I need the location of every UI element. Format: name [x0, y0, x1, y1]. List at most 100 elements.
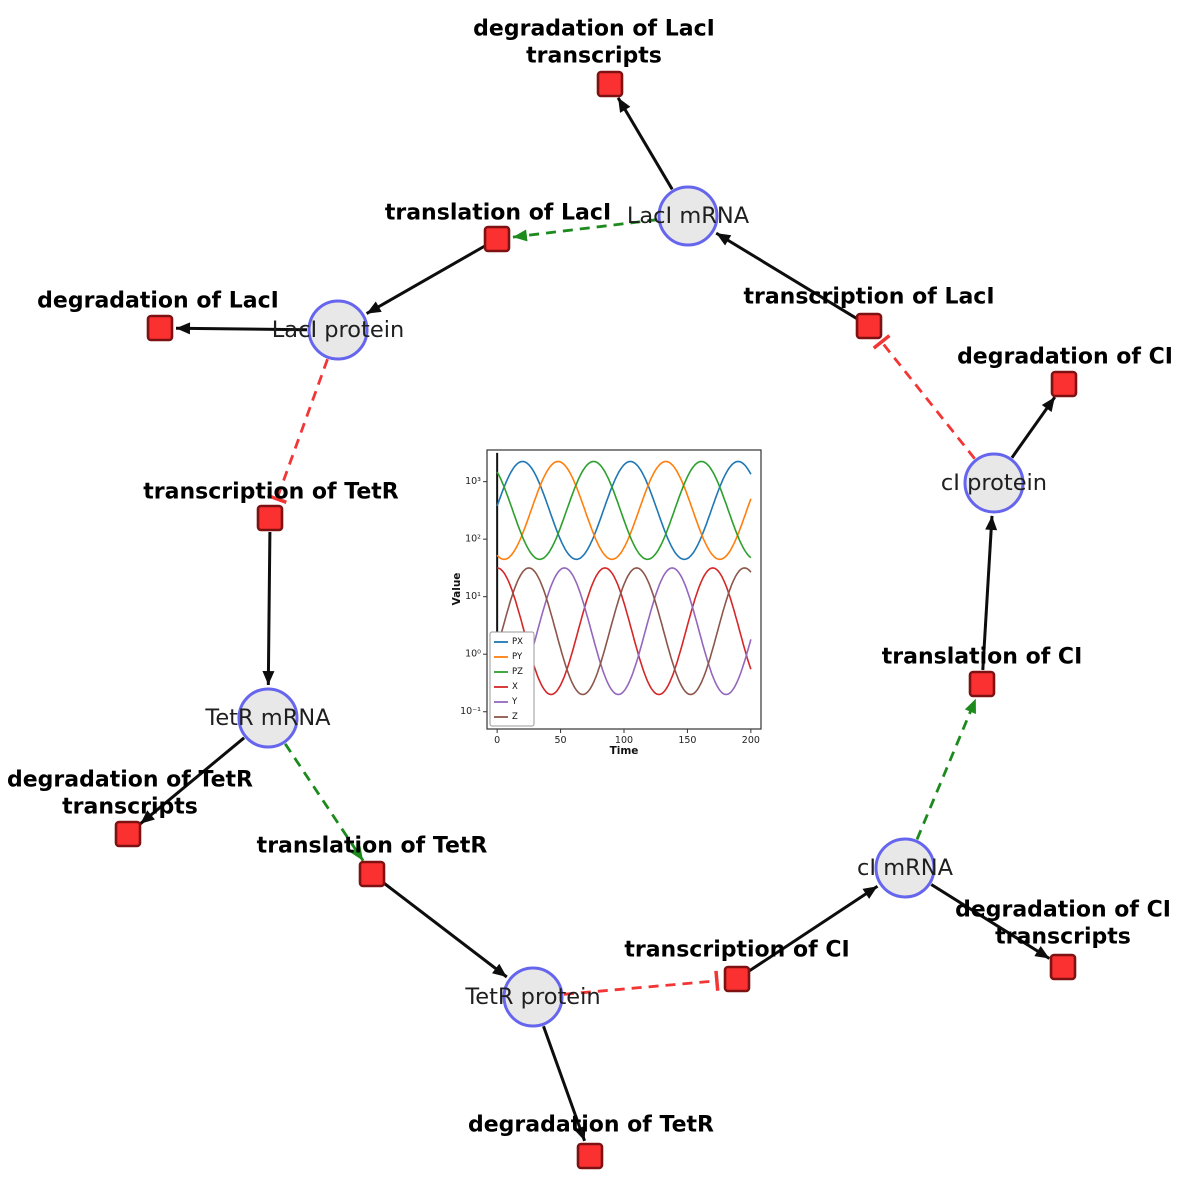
reaction-square-icon[interactable]: [576, 1142, 604, 1170]
species-label-ci_protein: cI protein: [941, 470, 1047, 496]
y-tick-label: 10¹: [465, 591, 481, 602]
reaction-label-translation_tetr: translation of TetR: [257, 834, 488, 859]
edge-consumption-tetr_protein-to-deg_tetr: [542, 1025, 587, 1142]
reaction-square-icon[interactable]: [723, 965, 751, 993]
reaction-label-deg_ci_tx-line2: transcripts: [995, 925, 1131, 950]
species-circle-icon[interactable]: [502, 966, 564, 1028]
species-node-laci_protein[interactable]: LacI protein: [272, 299, 404, 361]
reaction-label-transcription_laci: transcription of LacI: [743, 285, 994, 310]
x-tick-label: 150: [678, 735, 696, 746]
reaction-square-icon[interactable]: [1049, 953, 1077, 981]
edge-production-translation_ci-to-ci_protein: [981, 515, 998, 671]
edge-consumption-ci_mrna-to-deg_ci_tx: [930, 883, 1051, 960]
legend-label-PZ: PZ: [512, 667, 523, 677]
reaction-square-icon[interactable]: [1050, 370, 1078, 398]
series-line-X: [496, 567, 752, 696]
reaction-label-deg_tetr_tx-line2: transcripts: [62, 795, 198, 820]
species-node-laci_mrna[interactable]: LacI mRNA: [627, 185, 750, 247]
chart-y-axis-label: Value: [451, 572, 463, 606]
reaction-label-deg_tetr: degradation of TetR: [468, 1113, 714, 1138]
legend-label-X: X: [512, 682, 518, 692]
x-tick-label: 100: [615, 735, 633, 746]
edge-catalysis-laci_mrna-to-translation_laci: [512, 218, 658, 242]
chart-x-axis-label: Time: [609, 745, 639, 757]
species-label-ci_mrna: cI mRNA: [857, 855, 954, 881]
reaction-node-translation_laci[interactable]: translation of LacI: [385, 201, 611, 253]
x-tick-label: 0: [494, 735, 500, 746]
species-label-tetr_mrna: TetR mRNA: [204, 705, 331, 731]
reaction-label-transcription_ci: transcription of CI: [624, 938, 849, 963]
reaction-label-translation_ci: translation of CI: [882, 645, 1083, 670]
species-circle-icon[interactable]: [657, 185, 719, 247]
reaction-square-icon[interactable]: [114, 820, 142, 848]
species-label-tetr_protein: TetR protein: [464, 984, 600, 1010]
edges-layer: [139, 97, 1057, 1142]
reaction-node-transcription_tetr[interactable]: transcription of TetR: [143, 480, 399, 532]
series-line-PZ: [496, 460, 752, 561]
edge-inhibition-tetr_protein-to-transcription_ci: [563, 970, 720, 996]
reaction-square-icon[interactable]: [596, 70, 624, 98]
species-node-tetr_protein[interactable]: TetR protein: [464, 966, 601, 1028]
edge-catalysis-ci_mrna-to-translation_ci: [915, 698, 978, 840]
edge-consumption-laci_mrna-to-deg_laci_tx: [616, 97, 674, 191]
reaction-square-icon[interactable]: [146, 314, 174, 342]
reaction-square-icon[interactable]: [483, 225, 511, 253]
reaction-square-icon[interactable]: [256, 504, 284, 532]
reaction-square-icon[interactable]: [358, 860, 386, 888]
species-circle-icon[interactable]: [307, 299, 369, 361]
reaction-label-deg_laci: degradation of LacI: [37, 289, 279, 314]
series-line-PY: [496, 460, 752, 561]
reaction-node-deg_laci[interactable]: degradation of LacI: [37, 289, 279, 342]
species-circle-icon[interactable]: [237, 687, 299, 749]
edge-inhibition-laci_protein-to-transcription_tetr: [266, 358, 329, 504]
series-line-PX: [496, 460, 752, 561]
series-line-Z: [496, 567, 752, 696]
edge-catalysis-tetr_mrna-to-translation_tetr: [284, 743, 365, 862]
species-node-ci_mrna[interactable]: cI mRNA: [857, 837, 954, 899]
reaction-node-translation_tetr[interactable]: translation of TetR: [257, 834, 488, 888]
species-label-laci_protein: LacI protein: [272, 317, 404, 343]
edge-production-transcription_laci-to-laci_mrna: [715, 231, 858, 320]
reaction-label-translation_laci: translation of LacI: [385, 201, 611, 226]
edge-production-transcription_tetr-to-tetr_mrna: [262, 531, 275, 686]
reaction-label-deg_tetr_tx-line1: degradation of TetR: [7, 768, 253, 793]
edge-production-transcription_ci-to-ci_mrna: [747, 884, 879, 973]
edge-production-translation_laci-to-laci_protein: [365, 244, 486, 315]
reaction-label-transcription_tetr: transcription of TetR: [143, 480, 399, 505]
reaction-node-deg_ci[interactable]: degradation of CI: [957, 345, 1173, 398]
reaction-node-translation_ci[interactable]: translation of CI: [882, 645, 1083, 698]
species-node-ci_protein[interactable]: cI protein: [941, 452, 1047, 514]
reaction-node-transcription_laci[interactable]: transcription of LacI: [743, 285, 995, 340]
species-circle-icon[interactable]: [963, 452, 1025, 514]
y-tick-label: 10³: [465, 476, 481, 487]
reaction-square-icon[interactable]: [855, 312, 883, 340]
x-tick-label: 50: [555, 735, 567, 746]
reaction-label-deg_laci_tx-line1: degradation of LacI: [473, 17, 715, 42]
x-tick-label: 200: [742, 735, 760, 746]
reaction-nodes-layer: degradation of LacItranscriptstranslatio…: [7, 17, 1173, 1170]
reaction-node-transcription_ci[interactable]: transcription of CI: [624, 938, 850, 993]
edge-inhibition-ci_protein-to-transcription_laci: [872, 334, 976, 460]
reaction-label-deg_ci: degradation of CI: [957, 345, 1173, 370]
species-node-tetr_mrna[interactable]: TetR mRNA: [204, 687, 331, 749]
legend-label-Y: Y: [511, 697, 518, 707]
reaction-node-deg_tetr[interactable]: degradation of TetR: [468, 1113, 714, 1170]
edge-consumption-tetr_mrna-to-deg_tetr_tx: [139, 736, 246, 825]
legend-label-Z: Z: [512, 712, 518, 722]
edge-consumption-laci_protein-to-deg_laci: [175, 322, 308, 335]
legend-label-PX: PX: [512, 637, 523, 647]
edge-consumption-ci_protein-to-deg_ci: [1010, 396, 1057, 459]
reaction-label-deg_laci_tx-line2: transcripts: [526, 44, 662, 69]
reaction-square-icon[interactable]: [968, 670, 996, 698]
species-circle-icon[interactable]: [874, 837, 936, 899]
y-tick-label: 10⁻¹: [460, 706, 481, 717]
